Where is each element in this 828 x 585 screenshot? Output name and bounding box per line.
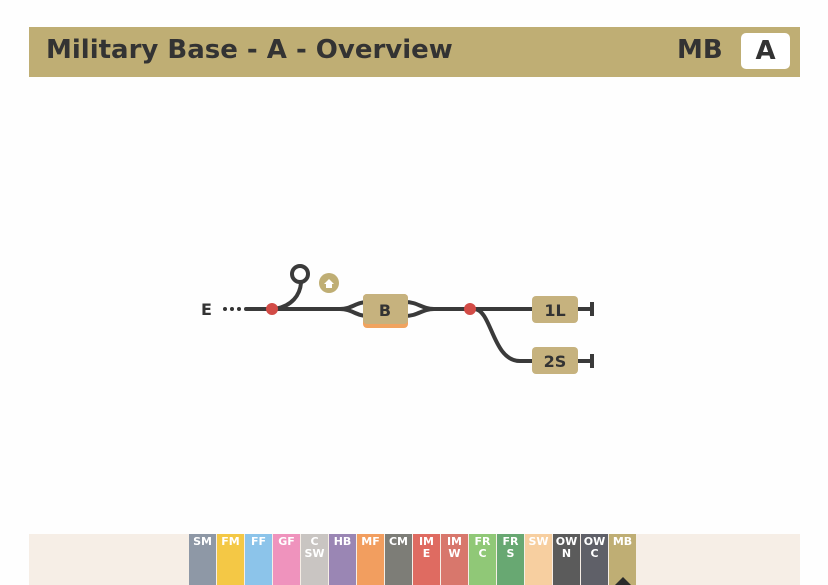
node-b[interactable]: B — [363, 294, 408, 328]
node-1l[interactable]: 1L — [532, 296, 578, 323]
tab-label: SW — [528, 535, 549, 548]
node-1l-label: 1L — [544, 301, 565, 320]
page-title: Military Base - A - Overview — [46, 35, 453, 65]
tab-label: IM — [418, 535, 435, 548]
tab-sw[interactable]: SW — [525, 534, 552, 585]
tab-label: IM — [446, 535, 463, 548]
b-exit-lower — [403, 307, 436, 318]
tab-label: C — [310, 535, 319, 548]
tab-label: FR — [502, 535, 519, 548]
tab-sublabel: N — [561, 547, 572, 560]
tab-fm[interactable]: FM — [217, 534, 244, 585]
tab-cm[interactable]: CM — [385, 534, 412, 585]
spur-track — [273, 281, 303, 311]
tab-sublabel: C — [590, 547, 599, 560]
area-code: MB — [677, 35, 723, 65]
tab-label: FR — [474, 535, 491, 548]
node-b-label: B — [379, 301, 391, 320]
node-2s[interactable]: 2S — [532, 347, 578, 374]
area-badge: A — [741, 33, 790, 69]
tab-hb[interactable]: HB — [329, 534, 356, 585]
tab-label: MB — [612, 535, 633, 548]
tab-sublabel: S — [506, 547, 515, 560]
track-to-2s — [472, 307, 592, 363]
tab-sublabel: E — [422, 547, 431, 560]
junction-dot-east — [464, 303, 476, 315]
tab-label: GF — [278, 535, 295, 548]
active-tab-indicator — [615, 577, 631, 585]
tab-label: HB — [333, 535, 352, 548]
tab-ff[interactable]: FF — [245, 534, 272, 585]
entry-dots — [223, 307, 241, 311]
junction-dot-west — [266, 303, 278, 315]
tab-mb[interactable]: MB — [609, 534, 636, 585]
tab-sublabel: W — [448, 547, 461, 560]
tab-sublabel: C — [478, 547, 487, 560]
tab-label: CM — [388, 535, 409, 548]
tab-label: FM — [221, 535, 240, 548]
tab-label: OW — [583, 535, 606, 548]
tab-gf[interactable]: GF — [273, 534, 300, 585]
tab-sublabel: SW — [304, 547, 325, 560]
entry-label: E — [201, 300, 212, 319]
node-2s-label: 2S — [544, 352, 567, 371]
home-icon[interactable] — [319, 273, 339, 293]
tab-label: FF — [250, 535, 267, 548]
tab-mf[interactable]: MF — [357, 534, 384, 585]
spur-loop — [290, 264, 310, 284]
tab-label: MF — [361, 535, 380, 548]
tab-label: SM — [193, 535, 212, 548]
tab-sm[interactable]: SM — [189, 534, 216, 585]
header-bar: Military Base - A - Overview MB A — [29, 27, 800, 77]
tab-label: OW — [555, 535, 578, 548]
